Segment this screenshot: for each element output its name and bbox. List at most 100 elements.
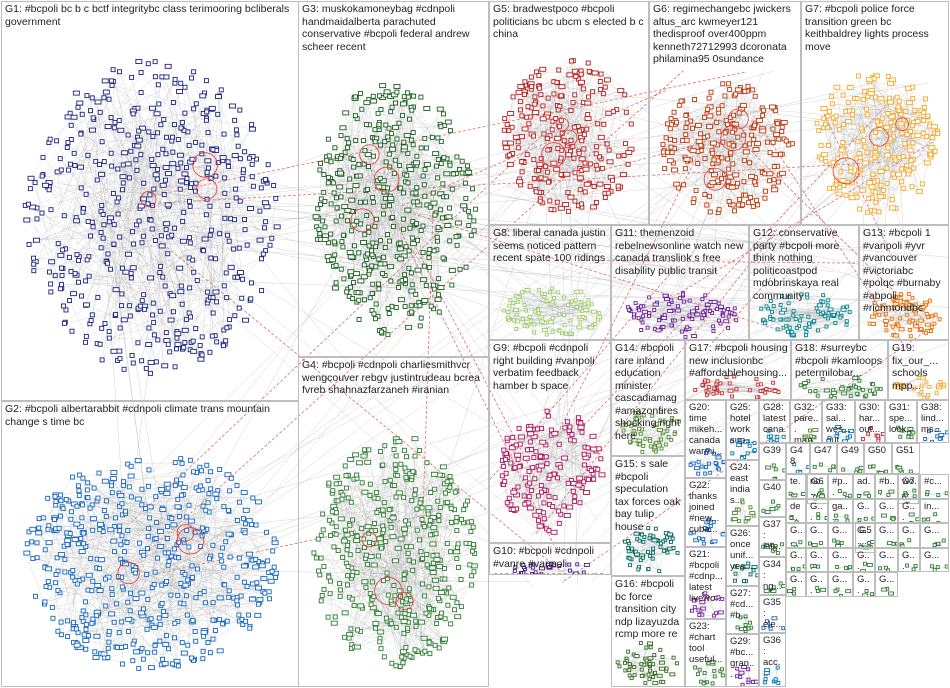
network-node — [359, 106, 365, 112]
network-node — [180, 472, 186, 478]
network-node — [512, 134, 520, 140]
network-node — [553, 116, 559, 121]
network-node — [81, 541, 86, 547]
network-node — [454, 242, 460, 248]
network-node — [249, 122, 255, 128]
network-node — [414, 153, 420, 159]
network-node — [238, 593, 244, 599]
network-node — [130, 360, 136, 366]
network-node — [429, 134, 435, 140]
network-node — [435, 156, 441, 162]
network-node — [333, 481, 339, 487]
network-node — [463, 540, 469, 546]
network-node — [106, 329, 112, 334]
network-node — [375, 110, 381, 116]
network-node — [421, 298, 429, 303]
network-node — [716, 129, 722, 135]
internal-edge — [323, 566, 436, 589]
internal-edge — [109, 155, 235, 219]
network-node — [337, 587, 343, 593]
network-node — [232, 217, 237, 223]
network-node — [435, 175, 441, 181]
network-node — [579, 138, 585, 144]
network-node — [418, 315, 424, 321]
network-node — [141, 606, 146, 612]
network-node — [163, 481, 171, 487]
network-node — [741, 157, 747, 163]
network-node — [581, 132, 587, 138]
network-node — [426, 255, 432, 261]
network-node — [423, 161, 431, 167]
network-node — [453, 234, 459, 240]
self-loop — [140, 191, 157, 207]
internal-edge — [371, 187, 400, 251]
internal-edge — [818, 130, 913, 144]
network-node — [731, 121, 739, 127]
network-node — [134, 167, 140, 173]
network-node — [199, 142, 205, 148]
network-node — [152, 74, 158, 80]
network-node — [325, 180, 331, 186]
internal-edge — [750, 128, 774, 177]
network-node — [157, 308, 163, 314]
internal-edge — [559, 60, 574, 97]
internal-edge — [392, 144, 471, 217]
network-node — [350, 157, 356, 162]
network-node — [197, 343, 203, 348]
network-node — [427, 651, 433, 657]
internal-edge — [28, 483, 167, 533]
network-node — [502, 145, 510, 151]
internal-edge — [113, 81, 193, 352]
internal-edge — [844, 156, 848, 183]
network-node — [447, 474, 453, 479]
internal-edge — [187, 560, 253, 581]
internal-edge — [219, 95, 225, 331]
network-node — [389, 660, 395, 666]
network-node — [169, 293, 177, 299]
network-node — [45, 179, 53, 185]
internal-edge — [179, 507, 257, 616]
network-node — [176, 152, 184, 158]
network-node — [179, 492, 185, 498]
network-node — [260, 576, 268, 582]
network-node — [572, 124, 578, 130]
network-node — [557, 123, 563, 129]
network-node — [342, 149, 348, 155]
network-node — [73, 626, 79, 632]
network-node — [79, 111, 85, 117]
network-node — [67, 531, 73, 537]
network-node — [50, 615, 56, 621]
network-node — [732, 208, 737, 214]
network-node — [189, 156, 197, 162]
network-node — [396, 284, 401, 290]
network-node — [416, 448, 422, 454]
network-node — [422, 648, 428, 654]
internal-edge — [28, 204, 59, 244]
network-node — [55, 628, 61, 634]
network-node — [411, 436, 419, 442]
network-node — [404, 454, 409, 460]
network-node — [77, 164, 85, 170]
network-node — [550, 160, 558, 166]
network-node — [129, 265, 137, 271]
network-node — [580, 86, 586, 92]
network-node — [711, 157, 717, 163]
internal-edge — [559, 94, 575, 107]
network-node — [97, 341, 103, 347]
internal-edge — [409, 169, 425, 185]
network-node — [157, 622, 163, 628]
network-node — [58, 619, 64, 625]
internal-edge — [318, 538, 350, 598]
network-node — [354, 570, 360, 575]
internal-edge — [557, 93, 604, 106]
network-node — [228, 475, 234, 481]
network-node — [337, 581, 342, 587]
network-node — [410, 241, 418, 247]
network-node — [172, 364, 178, 370]
internal-edge — [336, 483, 474, 528]
network-node — [76, 492, 82, 498]
network-node — [164, 578, 169, 584]
self-loop — [555, 117, 569, 131]
internal-edge — [109, 208, 250, 222]
internal-edge — [70, 271, 208, 293]
